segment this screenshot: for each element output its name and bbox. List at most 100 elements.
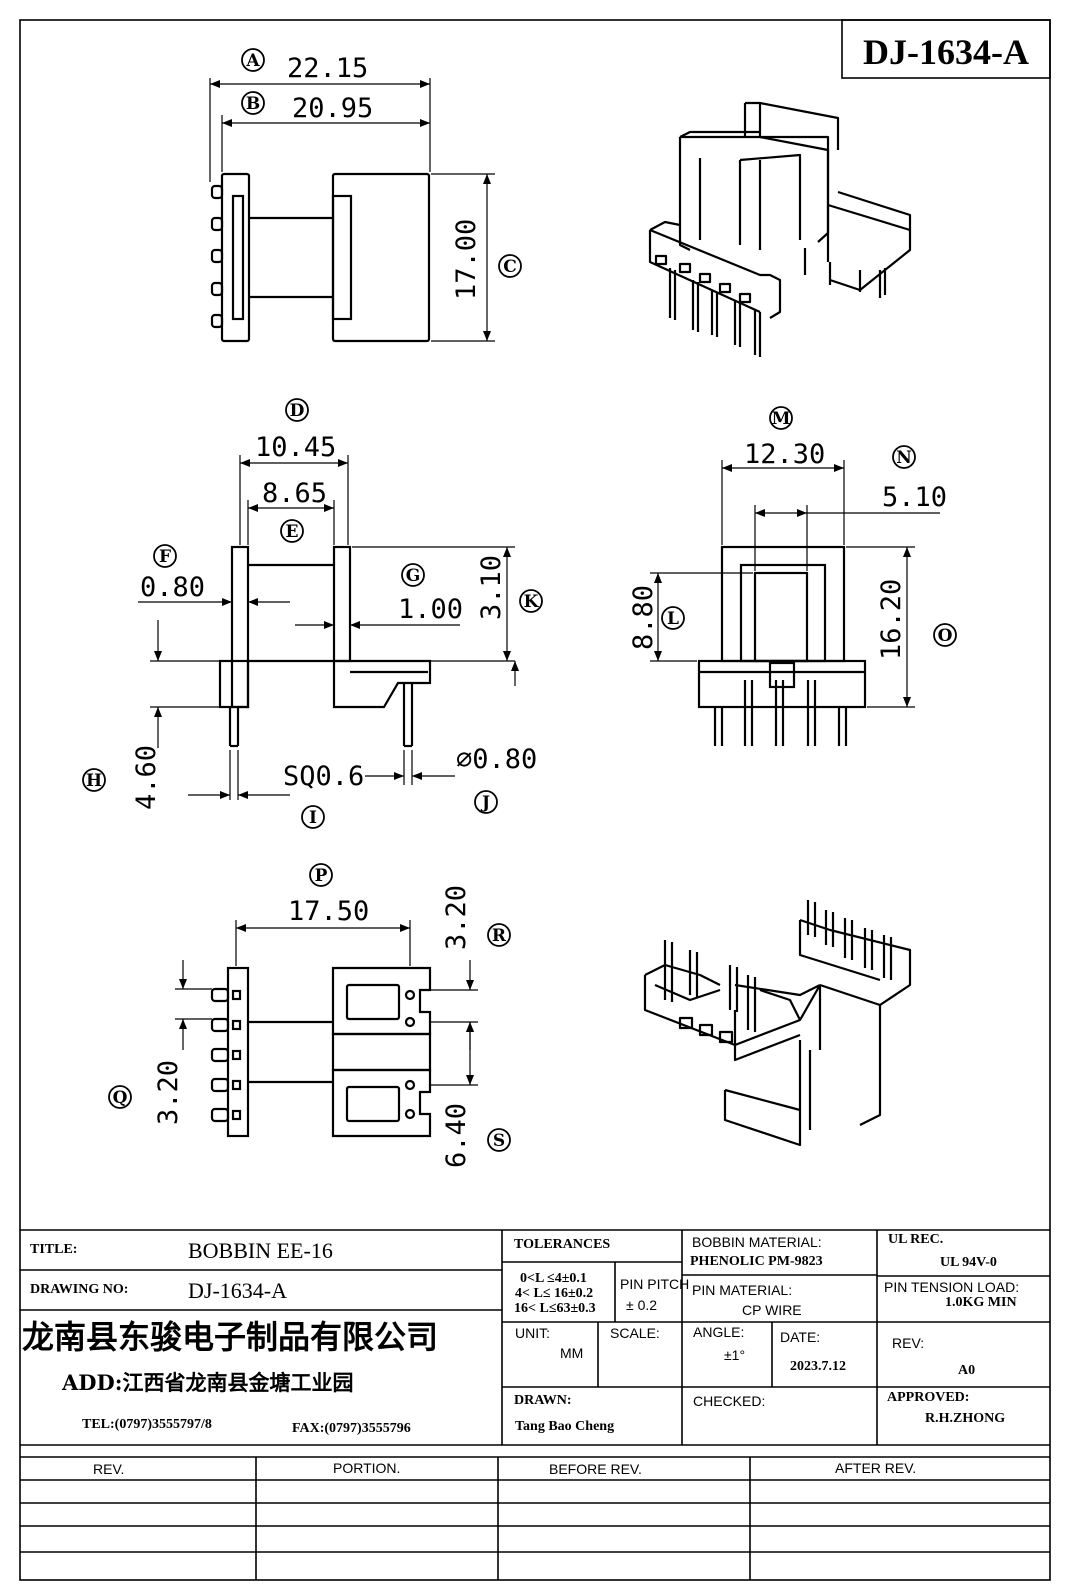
view-plan	[210, 966, 432, 1138]
drawing-border	[19, 19, 1051, 1581]
view-side-top	[210, 172, 431, 343]
dim-value-Q: 3.20	[153, 1060, 184, 1125]
dim-value-E: 8.65	[262, 478, 327, 509]
dim-value-P: 17.50	[288, 896, 369, 927]
dim-letter-G: G	[406, 566, 421, 586]
drawn-label: DRAWN:	[514, 1393, 572, 1408]
dim-bubble-E	[280, 519, 304, 543]
unit-value: MM	[560, 1345, 583, 1361]
ul-rec-label: UL REC.	[888, 1232, 943, 1247]
dim-letter-I: I	[309, 808, 317, 828]
pin-material-label: PIN MATERIAL:	[692, 1282, 792, 1298]
dim-value-M: 12.30	[744, 439, 825, 470]
dim-letter-K: K	[524, 592, 540, 612]
code-box	[841, 19, 1051, 79]
dim-value-G: 1.00	[398, 594, 463, 625]
view-end	[697, 545, 867, 746]
dim-bubble-C	[498, 254, 522, 278]
tolerances-label: TOLERANCES	[514, 1237, 610, 1252]
dim-value-I: SQ0.6	[283, 761, 364, 792]
title-label: TITLE:	[30, 1242, 77, 1257]
dim-value-O: 16.20	[876, 579, 907, 660]
scale-label: SCALE:	[610, 1325, 660, 1341]
dim-letter-L: L	[667, 609, 679, 629]
dim-letter-P: P	[315, 866, 328, 886]
dim-value-D: 10.45	[255, 432, 336, 463]
dim-bubble-O	[933, 623, 957, 647]
pin-tension-value: 1.0KG MIN	[945, 1295, 1017, 1310]
dim-bubble-A	[241, 48, 265, 72]
dim-bubble-L	[661, 606, 685, 630]
pin-tension-label: PIN TENSION LOAD:	[884, 1279, 1019, 1295]
dim-value-N: 5.10	[882, 482, 947, 513]
pin-pitch-label: PIN PITCH	[620, 1276, 689, 1292]
dim-bubble-S	[487, 1128, 511, 1152]
dim-value-H: 4.60	[131, 745, 162, 810]
drawing-no-label: DRAWING NO:	[30, 1282, 128, 1297]
title-value: BOBBIN EE-16	[188, 1238, 333, 1263]
dim-bubble-H	[82, 768, 106, 792]
dim-letter-F: F	[159, 547, 171, 567]
dim-bubble-J	[474, 790, 498, 814]
rev-value: A0	[958, 1363, 975, 1378]
before-rev-col-header: BEFORE REV.	[549, 1461, 642, 1477]
rev-label: REV:	[892, 1335, 924, 1351]
bobbin-material-value: PHENOLIC PM-9823	[690, 1254, 823, 1269]
dim-bubble-D	[285, 398, 309, 422]
dim-bubble-G	[401, 563, 425, 587]
view-3d-top	[648, 101, 912, 357]
rev-col-header: REV.	[93, 1461, 124, 1477]
approved-value: R.H.ZHONG	[925, 1411, 1005, 1426]
dim-bubble-M	[769, 406, 793, 430]
dim-letter-N: N	[896, 448, 912, 468]
dim-value-L: 8.80	[628, 585, 659, 650]
dim-bubbles	[82, 48, 957, 1152]
dim-letter-R: R	[492, 926, 507, 946]
after-rev-col-header: AFTER REV.	[835, 1460, 916, 1476]
dim-bubble-Q	[108, 1085, 132, 1109]
dim-value-F: 0.80	[140, 572, 205, 603]
tolerance-line-1: 0<L ≤4±0.1	[520, 1271, 587, 1286]
dim-letter-B: B	[246, 94, 260, 114]
company-name: 龙南县东骏电子制品有限公司	[22, 1318, 438, 1356]
pin-pitch-value: ± 0.2	[626, 1297, 657, 1313]
unit-label: UNIT:	[515, 1325, 550, 1341]
date-value: 2023.7.12	[790, 1359, 846, 1374]
tolerance-line-2: 4< L≤ 16±0.2	[515, 1286, 593, 1301]
dim-letter-H: H	[86, 771, 102, 791]
pin-material-value: CP WIRE	[742, 1302, 802, 1318]
dim-value-S: 6.40	[441, 1103, 472, 1168]
drawn-value: Tang Bao Cheng	[515, 1419, 614, 1434]
checked-label: CHECKED:	[693, 1393, 765, 1409]
portion-col-header: PORTION.	[333, 1460, 400, 1476]
dim-letter-D: D	[290, 401, 305, 421]
view-front	[218, 545, 432, 748]
angle-value: ±1°	[724, 1347, 745, 1363]
dim-letter-A: A	[245, 51, 260, 71]
company-tel: TEL:(0797)3555797/8	[82, 1417, 212, 1432]
dim-value-R: 3.20	[441, 885, 472, 950]
bobbin-material-label: BOBBIN MATERIAL:	[692, 1234, 822, 1250]
dim-value-K: 3.10	[476, 555, 507, 620]
dim-value-C: 17.00	[451, 219, 482, 300]
drawing-code: DJ-1634-A	[863, 32, 1029, 72]
drawing-no-value: DJ-1634-A	[188, 1278, 287, 1303]
dim-letter-J: J	[480, 793, 490, 813]
tolerance-line-3: 16< L≤63±0.3	[514, 1301, 596, 1316]
dim-letter-E: E	[286, 522, 299, 542]
dim-value-B: 20.95	[292, 93, 373, 124]
dim-letter-S: S	[493, 1131, 505, 1151]
ul-rec-value: UL 94V-0	[940, 1255, 997, 1270]
company-fax: FAX:(0797)3555796	[292, 1421, 411, 1436]
dim-letter-Q: Q	[113, 1088, 128, 1108]
dim-value-J: ⌀0.80	[456, 744, 537, 775]
angle-label: ANGLE:	[693, 1324, 744, 1340]
dim-letter-C: C	[503, 257, 517, 277]
company-address: ADD:江西省龙南县金塘工业园	[61, 1370, 353, 1395]
approved-label: APPROVED:	[887, 1390, 969, 1405]
dim-bubble-P	[309, 863, 333, 887]
dim-bubble-R	[487, 923, 511, 947]
title-block-lines	[20, 1229, 1050, 1580]
dim-letter-M: M	[772, 409, 791, 429]
